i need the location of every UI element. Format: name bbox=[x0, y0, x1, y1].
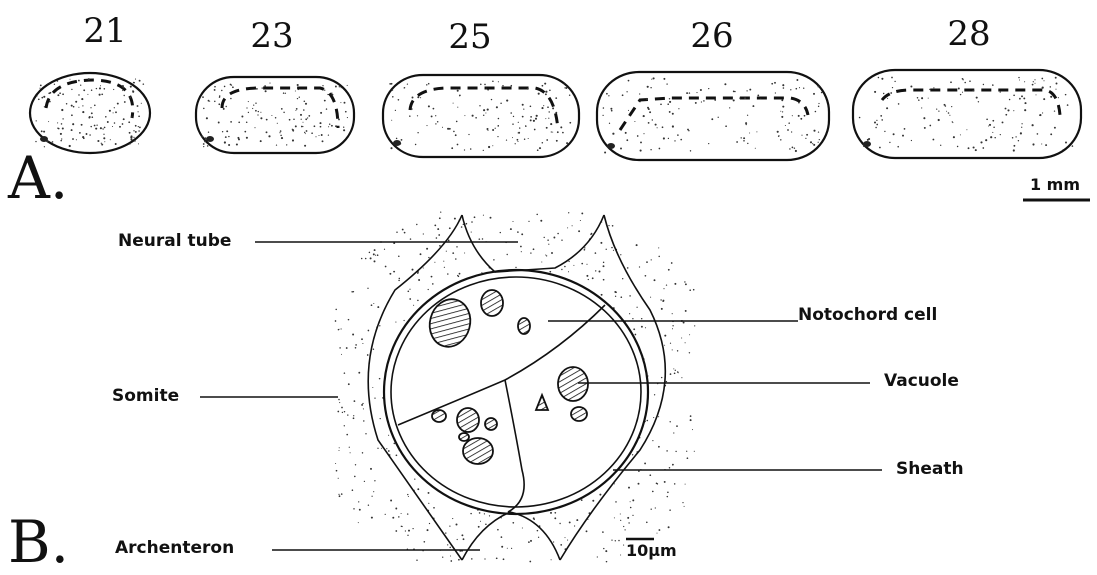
embryo-stipple bbox=[859, 77, 1073, 152]
label-archenteron: Archenteron bbox=[115, 538, 234, 558]
stage-label-3: 25 bbox=[448, 17, 491, 57]
vacuole bbox=[518, 318, 530, 334]
vacuole bbox=[571, 407, 587, 421]
stage-label-4: 26 bbox=[690, 16, 733, 56]
vacuole bbox=[485, 418, 497, 430]
section-drawing bbox=[335, 211, 696, 562]
archenteron-outline bbox=[462, 512, 560, 560]
vacuole bbox=[457, 408, 479, 432]
vacuole bbox=[463, 438, 493, 464]
vacuole bbox=[558, 367, 588, 401]
embryo-stage-23 bbox=[196, 77, 354, 153]
somite-left-boundary bbox=[368, 215, 462, 560]
label-notochord-cell: Notochord cell bbox=[798, 305, 937, 325]
embryo-stipple bbox=[201, 83, 348, 148]
embryo-stage-25 bbox=[383, 75, 579, 157]
notochord-sheath-outer bbox=[384, 270, 648, 514]
notochord-cell-boundary-bottom bbox=[505, 380, 524, 512]
label-sheath: Sheath bbox=[896, 459, 964, 479]
stage-label-2: 23 bbox=[250, 16, 293, 56]
vacuole bbox=[536, 395, 548, 410]
embryo-stage-28 bbox=[853, 70, 1081, 158]
notochord-sheath-inner bbox=[391, 277, 641, 507]
panel-b-letter: B. bbox=[8, 508, 69, 575]
embryo-stage-21 bbox=[30, 73, 150, 153]
stage-label-1: 21 bbox=[83, 11, 126, 51]
vacuole bbox=[459, 433, 469, 441]
panel-a-letter: A. bbox=[7, 144, 68, 212]
embryo-stipple bbox=[35, 78, 144, 147]
vacuole bbox=[481, 290, 503, 316]
vacuole bbox=[432, 410, 446, 422]
stage-label-5: 28 bbox=[947, 14, 990, 54]
vacuole bbox=[424, 295, 475, 352]
label-somite: Somite bbox=[112, 386, 179, 406]
embryo-stipple bbox=[602, 77, 822, 153]
embryo-stage-26 bbox=[597, 72, 829, 160]
scale-label-b: 10µm bbox=[626, 541, 677, 560]
label-vacuole: Vacuole bbox=[884, 371, 959, 391]
scale-label-a: 1 mm bbox=[1030, 175, 1080, 194]
label-neural-tube: Neural tube bbox=[118, 231, 231, 251]
